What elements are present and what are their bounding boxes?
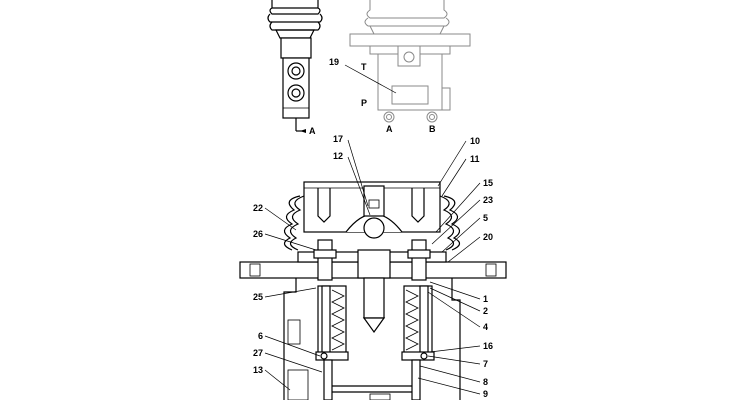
callout-22: 22 [253,203,263,213]
callout-25: 25 [253,292,263,302]
callout-9: 9 [483,389,488,399]
side-view-valve: A [267,0,323,136]
callout-4: 4 [483,322,488,332]
callout-7: 7 [483,359,488,369]
label-port-b: B [429,124,436,134]
callout-23: 23 [483,195,493,205]
callout-6: 6 [258,331,263,341]
callout-2: 2 [483,306,488,316]
callout-19: 19 [329,57,339,67]
callout-26: 26 [253,229,263,239]
label-section-a: A [309,126,316,136]
cross-section-valve [239,181,507,400]
callout-8: 8 [483,377,488,387]
callout-5: 5 [483,213,488,223]
callout-10: 10 [470,136,480,146]
callout-11: 11 [470,154,480,164]
callout-16: 16 [483,341,493,351]
callout-15: 15 [483,178,493,188]
callout-17: 17 [333,134,343,144]
callout-20: 20 [483,232,493,242]
label-port-a: A [386,124,393,134]
callout-12: 12 [333,151,343,161]
callout-1: 1 [483,294,488,304]
front-view-valve: 19 T P A B [329,0,471,134]
leader-lines [264,139,481,395]
label-port-p: P [361,98,367,108]
label-port-t: T [361,62,367,72]
callout-13: 13 [253,365,263,375]
callout-27: 27 [253,348,263,358]
